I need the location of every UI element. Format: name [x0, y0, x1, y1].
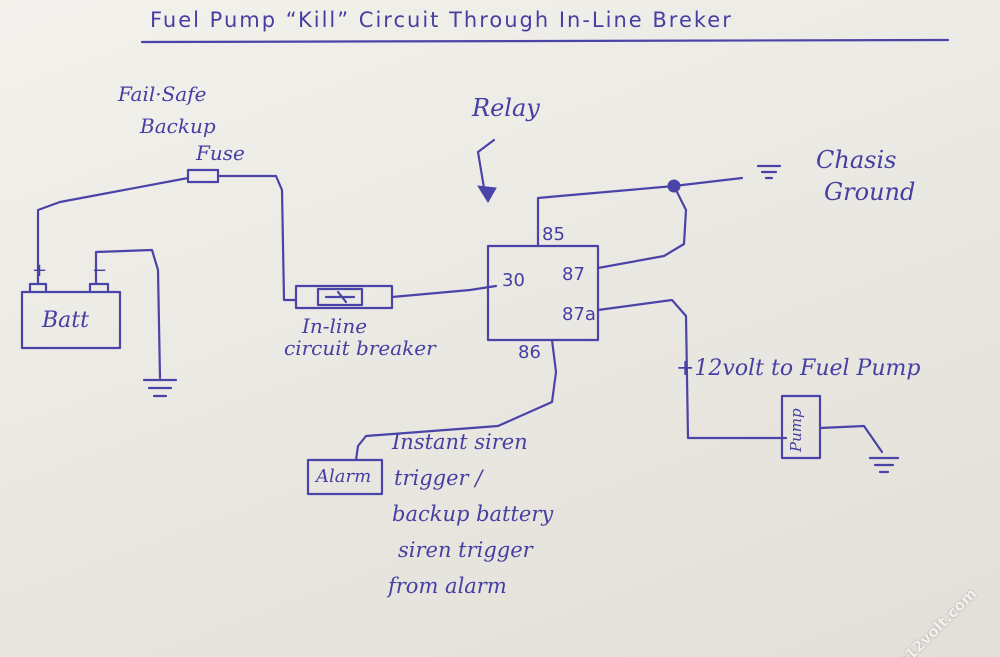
wire-breaker-to-30 — [390, 284, 498, 299]
wire-battery-to-fuse — [36, 176, 190, 286]
ground-label-line2: Ground — [824, 178, 916, 206]
relay-arrow-line — [476, 138, 496, 190]
alarm-label: Alarm — [316, 466, 372, 487]
battery-ground-symbol — [142, 378, 178, 398]
wire-85-to-junction — [536, 184, 676, 248]
diagram-title: Fuel Pump “Kill” Circuit Through In-Line… — [150, 8, 733, 32]
relay-arrow-head — [477, 185, 497, 203]
relay-pin-86: 86 — [518, 342, 541, 363]
relay-pin-87: 87 — [562, 264, 585, 285]
wire-battery-to-ground — [94, 248, 162, 380]
breaker-label-line2: circuit breaker — [284, 336, 436, 360]
alarm-note-line5: from alarm — [388, 574, 507, 598]
title-underline — [140, 38, 950, 44]
relay-body — [486, 244, 600, 342]
ground-junction-dot — [667, 179, 681, 193]
wire-junction-to-ground — [672, 176, 744, 188]
fuse-label-line2: Backup — [140, 114, 216, 138]
breaker-inner — [316, 287, 364, 307]
backup-fuse — [186, 168, 220, 184]
fuse-label-line3: Fuse — [196, 141, 245, 165]
fuse-label-line1: Fail·Safe — [118, 82, 207, 106]
pump-label: Pump — [787, 408, 805, 452]
battery-neg-label: − — [92, 260, 108, 281]
battery-pos-terminal — [28, 282, 48, 294]
wire-87a-to-pump — [596, 298, 788, 440]
relay-label: Relay — [472, 94, 540, 122]
breaker-element — [324, 290, 356, 304]
battery-pos-label: + — [32, 260, 48, 281]
battery-label: Batt — [42, 308, 89, 333]
pump-feed-label: +12volt to Fuel Pump — [676, 356, 921, 381]
battery-box — [20, 290, 122, 350]
relay-pin-85: 85 — [542, 224, 565, 245]
pump-ground-symbol — [868, 456, 900, 474]
alarm-note-line3: backup battery — [392, 502, 554, 526]
relay-pin-87a: 87a — [562, 304, 596, 325]
wire-86-to-alarm — [354, 338, 558, 462]
wire-87-to-junction — [596, 188, 688, 270]
chassis-ground-symbol — [756, 164, 782, 180]
wire-pump-to-ground — [818, 424, 884, 454]
alarm-note-line2: trigger / — [394, 466, 483, 490]
breaker-label-line1: In-line — [302, 314, 368, 338]
alarm-box — [306, 458, 384, 496]
wire-fuse-to-breaker — [216, 174, 298, 302]
alarm-note-line1: Instant siren — [392, 430, 528, 454]
battery-neg-terminal — [88, 282, 110, 294]
relay-pin-30: 30 — [502, 270, 525, 291]
alarm-note-line4: siren trigger — [398, 538, 533, 562]
ground-label-line1: Chasis — [816, 146, 897, 174]
